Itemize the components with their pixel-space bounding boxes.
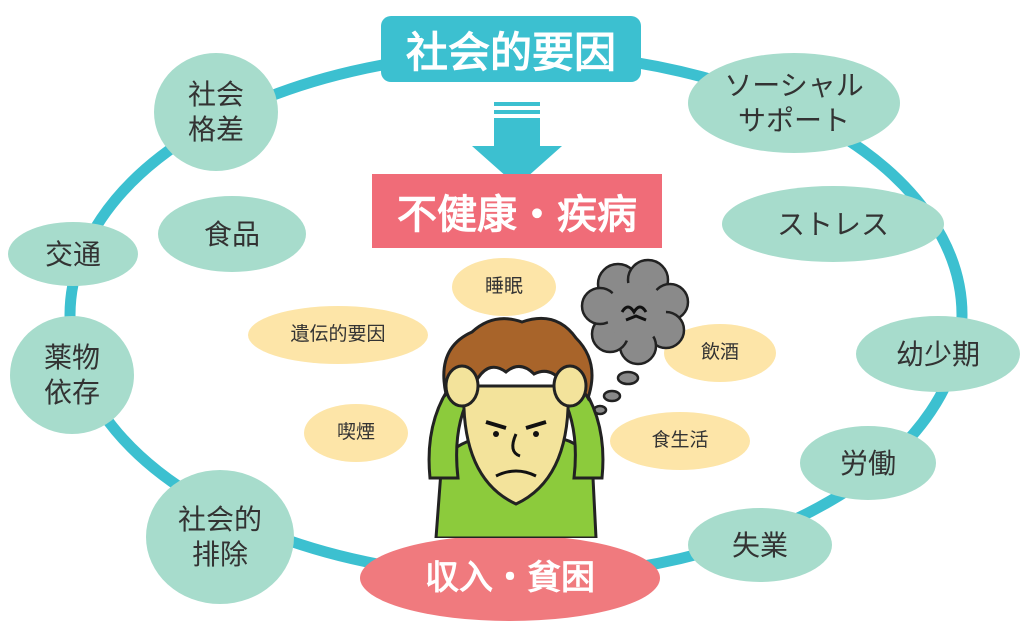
outcome-text: 不健康・疾病 [397,192,637,238]
bubble-social-gap-line1: 社会 [187,78,244,111]
bubble-drug-dependence: 薬物 依存 [10,316,134,434]
income-ellipse: 収入・貧困 [360,535,660,621]
bubble-diet-text: 食生活 [651,429,709,452]
outcome-box: 不健康・疾病 [372,174,662,248]
bubble-drug-line1: 薬物 [43,341,100,374]
bubble-labor-text: 労働 [839,446,896,480]
bubble-smoking-text: 喫煙 [336,421,375,444]
thought-cloud-icon [580,258,690,416]
bubble-unemployment: 失業 [688,508,832,582]
bubble-labor: 労働 [800,426,936,500]
bubble-drinking: 飲酒 [664,324,776,382]
bubble-stress: ストレス [722,186,944,262]
down-arrow-icon [472,102,562,186]
bubble-social-support-line2: サポート [737,104,850,137]
bubble-food: 食品 [158,196,306,272]
bubble-childhood-text: 幼少期 [895,337,980,371]
bubble-drinking-text: 飲酒 [700,341,739,364]
bubble-childhood: 幼少期 [856,316,1020,392]
bubble-social-gap-line2: 格差 [187,113,244,146]
bubble-diet: 食生活 [610,412,750,470]
title-text: 社会的要因 [405,27,616,77]
bubble-social-gap: 社会 格差 [154,53,278,171]
bubble-stress-text: ストレス [776,207,889,241]
bubble-unemployment-text: 失業 [731,528,788,562]
bubble-exclusion-line2: 排除 [191,538,248,571]
bubble-genetic-text: 遺伝的要因 [290,323,386,346]
income-text: 収入・貧困 [425,557,595,598]
bubble-transport-text: 交通 [44,237,101,271]
bubble-sleep-text: 睡眠 [484,275,523,298]
bubble-social-exclusion: 社会的 排除 [146,470,294,604]
bubble-smoking: 喫煙 [304,404,408,462]
bubble-exclusion-line1: 社会的 [177,503,262,536]
bubble-social-support: ソーシャル サポート [688,53,900,153]
bubble-sleep: 睡眠 [452,258,556,316]
bubble-genetic: 遺伝的要因 [248,306,428,364]
title-social-factors: 社会的要因 [381,16,641,82]
stressed-person-icon [427,316,605,538]
bubble-drug-line2: 依存 [43,376,100,409]
bubble-social-support-line1: ソーシャル [724,69,864,102]
bubble-transport: 交通 [8,222,138,286]
bubble-food-text: 食品 [203,217,260,251]
